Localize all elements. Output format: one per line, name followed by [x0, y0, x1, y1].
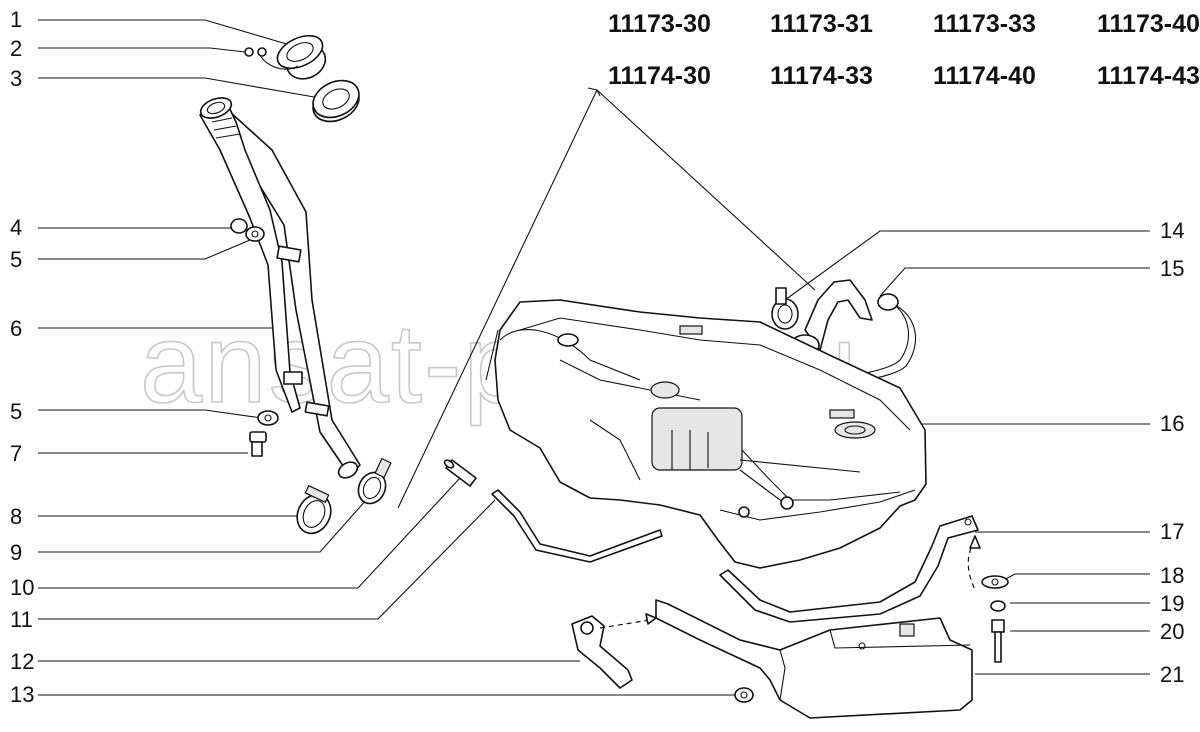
model-number: 11173-33: [933, 10, 1036, 38]
vent-tube: [491, 489, 663, 563]
fasteners-left: [230, 218, 279, 457]
hose-clamp-small: [357, 457, 392, 505]
callout-20: 20: [1160, 619, 1184, 644]
model-number: 11174-43: [1097, 62, 1200, 90]
callout-10: 10: [10, 575, 34, 600]
left-leader-lines: [38, 19, 737, 696]
tank-mounting-strap: [719, 515, 979, 623]
callout-16: 16: [1160, 411, 1184, 436]
model-pointer-lines: [397, 87, 816, 509]
model-number: 11174-40: [933, 62, 1036, 90]
model-number: 11174-33: [770, 62, 873, 90]
left-callouts: 1 2 3 4 5 6 5 7 8 9 10 11 12 13: [10, 7, 34, 707]
callout-3: 3: [10, 66, 22, 91]
callout-15: 15: [1160, 256, 1184, 281]
model-numbers: 11173-30 11173-31 11173-33 11173-40 1117…: [608, 10, 1200, 90]
connecting-hose: [443, 459, 477, 487]
heat-shield-bracket: [571, 613, 657, 689]
callout-18: 18: [1160, 563, 1184, 588]
clip-nut: [734, 687, 754, 703]
hose-clamp-large: [296, 484, 332, 535]
model-number: 11173-40: [1097, 10, 1200, 38]
model-number: 11173-30: [608, 10, 711, 38]
callout-4: 4: [10, 215, 22, 240]
cap-tether: [244, 47, 299, 70]
filler-seal-ring: [312, 79, 360, 123]
heat-shield: [655, 599, 973, 719]
callout-5: 5: [10, 247, 22, 272]
model-number: 11174-30: [608, 62, 711, 90]
filler-neck-pipe: [199, 97, 361, 479]
model-number: 11173-31: [770, 10, 873, 38]
callout-8: 8: [10, 504, 22, 529]
strap-fasteners: [967, 535, 1009, 663]
callout-5b: 5: [10, 399, 22, 424]
callout-19: 19: [1160, 591, 1184, 616]
callout-2: 2: [10, 36, 22, 61]
callout-6: 6: [10, 316, 22, 341]
callout-13: 13: [10, 682, 34, 707]
right-callouts: 14 15 16 17 18 19 20 21: [1160, 218, 1184, 687]
callout-21: 21: [1160, 662, 1184, 687]
callout-11: 11: [10, 607, 33, 632]
callout-17: 17: [1160, 519, 1184, 544]
callout-12: 12: [10, 649, 34, 674]
callout-7: 7: [10, 441, 22, 466]
fuel-tank: [485, 299, 927, 569]
callout-9: 9: [10, 540, 22, 565]
callout-14: 14: [1160, 218, 1184, 243]
callout-1: 1: [10, 7, 22, 32]
fuel-filler-cap: [276, 34, 327, 80]
